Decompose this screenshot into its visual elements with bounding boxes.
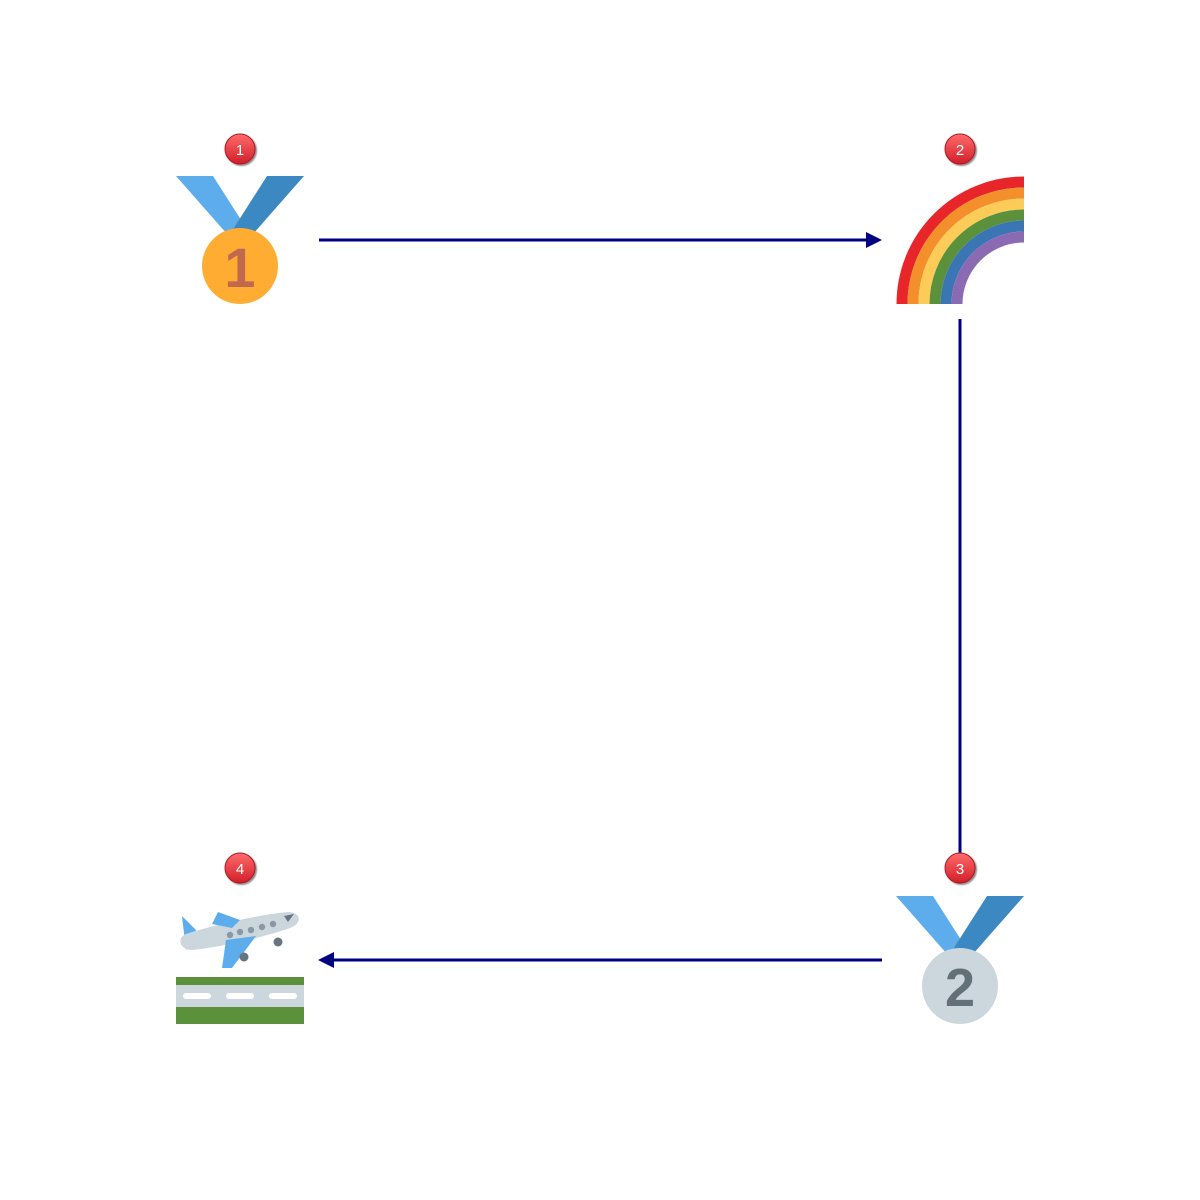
svg-text:2: 2 [956,142,964,159]
node-rainbow: 2 [896,133,1025,305]
svg-text:1: 1 [236,142,244,159]
airplane-departure-icon [176,912,304,1024]
svg-text:3: 3 [956,861,964,878]
connector-1-to-2 [319,232,882,248]
step-badge-4: 4 [224,852,256,884]
svg-text:1: 1 [224,236,255,299]
connector-3-to-4 [318,952,882,968]
second-place-medal-icon: 2 [896,896,1024,1024]
first-place-medal-icon: 1 [176,176,304,304]
svg-text:4: 4 [236,861,244,878]
step-badge-1: 1 [224,133,256,165]
rainbow-icon [896,176,1025,305]
node-first-place-medal: 1 1 [176,133,304,304]
step-badge-3: 3 [944,852,976,884]
node-airplane-departure: 4 [176,852,304,1024]
step-badge-2: 2 [944,133,976,165]
svg-text:2: 2 [945,958,975,1018]
node-second-place-medal: 2 3 [896,852,1024,1024]
